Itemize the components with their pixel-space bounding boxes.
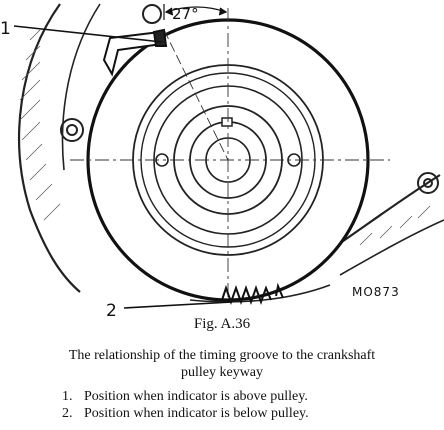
legend-item-number: 1. (62, 389, 73, 404)
lower-timing-indicator (221, 282, 284, 305)
bolt-left (60, 118, 84, 142)
callout-1-label: 1 (0, 19, 11, 39)
part-code: MO873 (352, 285, 400, 299)
timing-offset-line (163, 29, 229, 161)
caption-title-line-2: pulley keyway (180, 365, 264, 380)
angle-label: 27° (172, 5, 199, 23)
legend-list: 1. Position when indicator is above pulle… (62, 388, 309, 422)
angle-dimension (163, 4, 228, 20)
bolt-right (417, 172, 439, 194)
callout-2-label: 2 (106, 301, 117, 321)
bolt-top (142, 4, 162, 24)
legend-item: 1. Position when indicator is above pulle… (62, 388, 309, 405)
figure-number: Fig. A.36 (193, 316, 251, 332)
legend-item-text: Position when indicator is above pulley. (84, 389, 308, 404)
callout-2-leader (123, 301, 233, 309)
legend-item-number: 2. (62, 406, 73, 421)
centre-lines (70, 8, 390, 300)
caption-title-line-1: The relationship of the timing groove to… (68, 348, 376, 363)
pulley-keyway (221, 117, 233, 127)
legend-item: 2. Position when indicator is below pulle… (62, 405, 309, 422)
cover-shading (19, 29, 431, 246)
callout-1-leader (13, 25, 163, 43)
legend-item-text: Position when indicator is below pulley. (84, 406, 309, 421)
